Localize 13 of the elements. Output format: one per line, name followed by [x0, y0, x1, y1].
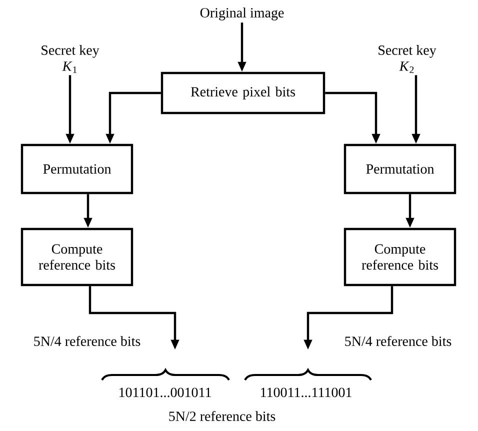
process-box: Retrieve pixel bits — [160, 72, 326, 114]
bit-string: 110011...111001 — [261, 388, 352, 398]
label-text: Secret key K$_{2}$ — [378, 45, 436, 73]
edge-label: 5N/4 reference bits — [345, 336, 452, 346]
process-box: Compute reference bits — [20, 228, 134, 286]
label-text: Secret key K$_{1}$ — [42, 45, 100, 73]
caption-text: 5N/2 reference bits — [169, 411, 276, 421]
edge-label: 5N/4 reference bits — [34, 336, 140, 346]
process-box: Permutation — [344, 144, 456, 194]
bit-string: 101101...001011 — [120, 388, 211, 398]
process-box: Permutation — [20, 144, 134, 194]
process-box: Compute reference bits — [344, 228, 456, 286]
label-text: Original image — [200, 8, 284, 20]
